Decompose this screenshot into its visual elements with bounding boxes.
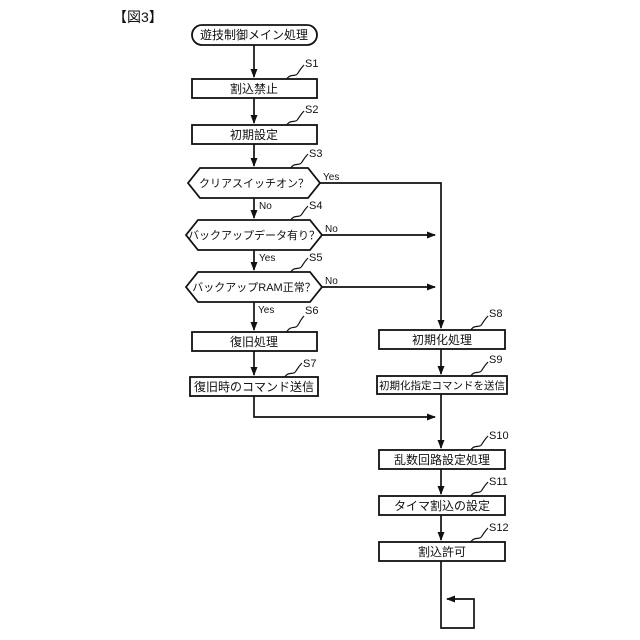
connector-s12-loop-back	[440, 561, 475, 629]
node-s11-text: タイマ割込の設定	[394, 498, 490, 513]
step-label-s7: S7	[303, 358, 316, 370]
node-s8-box	[378, 329, 506, 350]
node-s2-text: 初期設定	[230, 127, 278, 142]
branch-label-s4-no: No	[325, 224, 338, 235]
step-label-s11: S11	[489, 476, 508, 488]
step-label-s9: S9	[489, 354, 502, 366]
node-s5-decision	[184, 271, 324, 303]
leader-s3	[289, 153, 309, 170]
step-label-s3: S3	[309, 148, 322, 160]
connector-s7-to-merge	[253, 396, 436, 421]
step-label-s12: S12	[489, 522, 509, 534]
node-s12-box	[378, 541, 506, 562]
step-label-s6: S6	[305, 305, 318, 317]
node-s7-text: 復旧時のコマンド送信	[194, 379, 314, 394]
branch-label-s5-no: No	[325, 276, 338, 287]
leader-s5	[289, 257, 309, 274]
leader-s9	[469, 361, 489, 378]
node-s9-box	[376, 375, 508, 395]
node-s4-decision	[184, 219, 324, 251]
leader-s10	[469, 435, 489, 452]
step-label-s2: S2	[305, 104, 318, 116]
step-label-s1: S1	[305, 58, 318, 70]
connector-s3-yes-to-s8	[320, 182, 445, 329]
start-terminal-text: 遊技制御メイン処理	[200, 27, 308, 42]
node-s12-text: 割込許可	[418, 544, 466, 559]
leader-s8	[469, 315, 489, 332]
leader-s1	[285, 64, 305, 81]
node-s6-text: 復旧処理	[230, 334, 278, 349]
leader-s7	[283, 362, 303, 379]
node-s5-text: バックアップRAM正常？	[192, 281, 315, 294]
node-s6-box	[191, 331, 318, 352]
node-s3-text: クリアスイッチオン？	[199, 177, 309, 190]
start-terminal	[191, 24, 318, 46]
step-label-s10: S10	[489, 430, 509, 442]
node-s11-box	[378, 495, 506, 516]
branch-label-s5-yes: Yes	[258, 305, 274, 316]
node-s10-text: 乱数回路設定処理	[394, 452, 490, 467]
branch-label-s3-no: No	[259, 201, 272, 212]
leader-s6	[285, 315, 305, 334]
step-label-s8: S8	[489, 308, 502, 320]
node-s1-text: 割込禁止	[230, 81, 278, 96]
node-s1-box	[191, 78, 318, 99]
node-s10-box	[378, 449, 506, 470]
leader-s4	[289, 205, 309, 222]
branch-label-s3-yes: Yes	[323, 172, 339, 183]
leader-s2	[285, 110, 305, 127]
branch-label-s4-yes: Yes	[259, 253, 275, 264]
step-label-s5: S5	[309, 252, 322, 264]
leader-s11	[469, 481, 489, 498]
node-s7-box	[189, 376, 319, 397]
step-label-s4: S4	[309, 200, 322, 212]
figure-title: 【図3】	[113, 9, 163, 25]
leader-s12	[469, 527, 489, 544]
node-s3-decision	[186, 167, 322, 199]
node-s4-text: バックアップデータ有り？	[188, 228, 320, 242]
node-s8-text: 初期化処理	[412, 333, 472, 347]
node-s2-box	[191, 124, 318, 145]
node-s9-text: 初期化指定コマンドを送信	[379, 379, 505, 392]
